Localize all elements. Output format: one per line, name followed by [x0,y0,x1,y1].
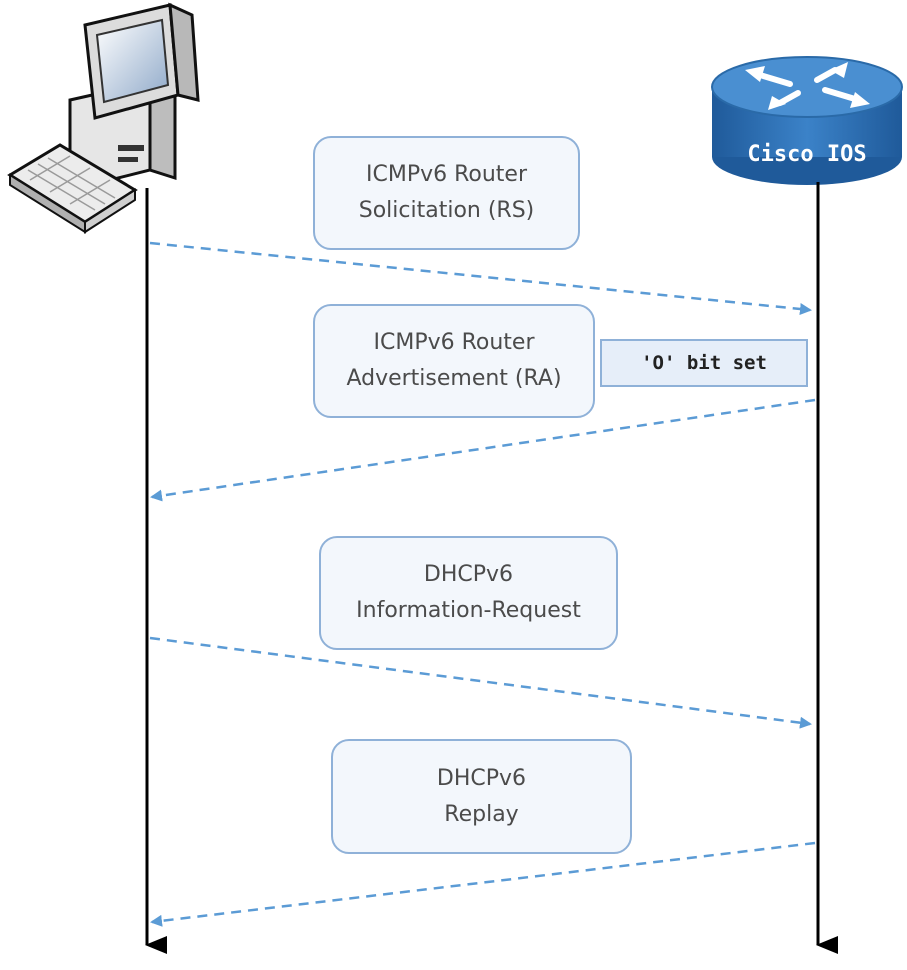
rs-message-box: ICMPv6 Router Solicitation (RS) [313,136,580,250]
info-request-message-box: DHCPv6 Information-Request [319,536,618,650]
ra-message-line1: ICMPv6 Router [373,330,535,355]
ra-message-box: ICMPv6 Router Advertisement (RA) [313,304,595,418]
reply-line2: Replay [444,801,519,827]
rs-arrow [149,241,812,315]
router-icon [711,56,903,185]
rs-message-line2: Solicitation (RS) [358,198,535,223]
ra-message-line2: Advertisement (RA) [346,366,562,391]
router-label: Cisco IOS [747,142,867,167]
ra-arrow [150,398,816,502]
desktop-computer-icon [7,2,200,234]
info-request-line2: Information-Request [356,598,581,623]
info-request-arrow [149,636,812,729]
reply-message-box: DHCPv6 Replay [331,739,632,854]
rs-message-line1: ICMPv6 Router [365,162,527,187]
reply-line1: DHCPv6 [436,765,527,791]
o-bit-flag-box: 'O' bit set [600,339,808,387]
info-request-line1: DHCPv6 [423,562,514,587]
reply-arrow [150,841,816,927]
